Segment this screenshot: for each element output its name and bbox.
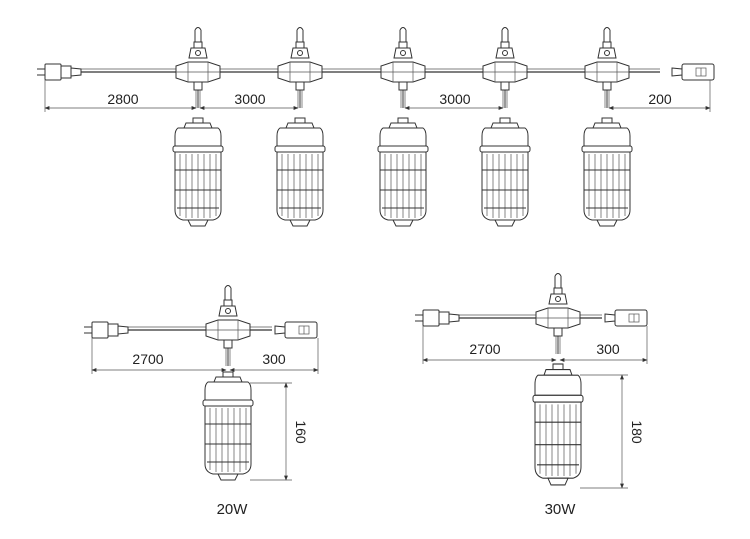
label-30w: 30W <box>545 501 577 518</box>
lamp-1 <box>172 117 224 227</box>
junction-4 <box>482 27 528 109</box>
dim-label-30w-1: 2700 <box>469 341 500 357</box>
female-socket-30w <box>604 309 648 327</box>
dim-label-30w-2: 300 <box>596 341 620 357</box>
variant-20w: 2700 300 160 20W <box>83 285 319 518</box>
female-socket <box>671 63 715 81</box>
dim-label-3: 3000 <box>439 91 470 107</box>
lamp-2 <box>274 117 326 227</box>
dim-label-20w-2: 300 <box>262 351 286 367</box>
junction-20w <box>205 285 251 367</box>
junction-5 <box>584 27 630 109</box>
height-label-20w: 160 <box>293 420 309 444</box>
lamp-3 <box>377 117 429 227</box>
lamp-4 <box>479 117 531 227</box>
junction-2 <box>277 27 323 109</box>
dim-label-2: 3000 <box>234 91 265 107</box>
lamp-5 <box>581 117 633 227</box>
junction-3 <box>380 27 426 109</box>
male-plug-30w <box>414 309 460 327</box>
junction-30w <box>535 273 581 355</box>
dim-label-20w-1: 2700 <box>132 351 163 367</box>
dim-label-1: 2800 <box>107 91 138 107</box>
junction-1 <box>175 27 221 109</box>
height-label-30w: 180 <box>629 420 645 444</box>
variant-30w: 2700 300 180 30W <box>414 273 648 518</box>
male-plug-20w <box>83 321 129 339</box>
male-plug <box>36 63 82 81</box>
female-socket-20w <box>274 321 318 339</box>
top-string: 2800 3000 3000 200 <box>36 27 715 227</box>
lamp-20w <box>202 371 254 481</box>
label-20w: 20W <box>217 501 249 518</box>
lamp-30w <box>532 363 584 486</box>
dim-label-4: 200 <box>648 91 672 107</box>
